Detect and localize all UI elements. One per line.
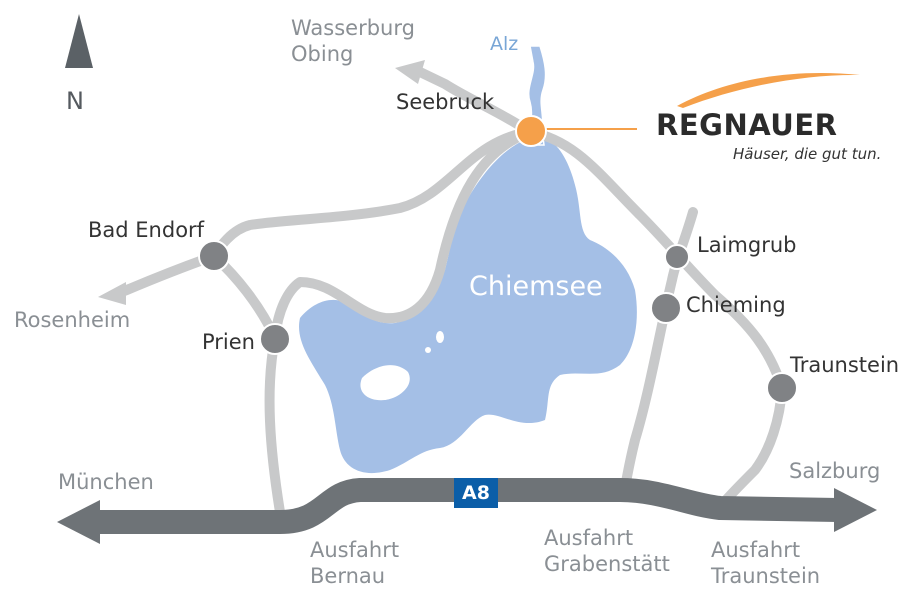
road-seebruck-prien: [270, 127, 535, 343]
road-prien-bernau: [264, 333, 285, 517]
arrow-muenchen: [57, 500, 100, 544]
alz-river-label: Alz: [490, 33, 519, 55]
place-chieming-label: Chieming: [686, 293, 786, 317]
herreninsel-island: [360, 365, 410, 401]
regnauer-swoosh-icon: [677, 73, 860, 108]
exit-traunstein-line2: Traunstein: [711, 564, 821, 588]
arrow-wasserburg: [395, 60, 425, 84]
exit-traunstein-line1: Ausfahrt: [711, 538, 801, 562]
exit-grabenstaett-line1: Ausfahrt: [544, 526, 634, 550]
dot-chieming: [650, 292, 682, 324]
dot-bad-endorf: [198, 240, 230, 272]
direction-wasserburg-label: Wasserburg Obing: [291, 15, 415, 67]
exit-traunstein-label: Ausfahrt Traunstein: [711, 537, 820, 589]
place-bad-endorf-label: Bad Endorf: [88, 218, 205, 242]
regnauer-tagline: Häuser, die gut tun.: [733, 145, 882, 163]
exit-grabenstaett-line2: Grabenstätt: [544, 552, 670, 576]
dot-seebruck: [515, 115, 547, 147]
arrow-salzburg: [834, 488, 877, 532]
dot-prien: [259, 323, 291, 355]
regnauer-logo-text: REGNAUER: [656, 108, 838, 142]
direction-salzburg-label: Salzburg: [789, 459, 881, 483]
exit-bernau-label: Ausfahrt Bernau: [310, 537, 399, 589]
arrow-rosenheim: [98, 282, 126, 305]
a8-shield: A8: [454, 478, 498, 508]
place-prien-label: Prien: [202, 330, 255, 354]
road-traunstein-autobahn: [721, 383, 787, 505]
direction-wasserburg-line2: Obing: [291, 42, 354, 66]
road-seebruck-badendorf: [209, 127, 535, 261]
exit-grabenstaett-label: Ausfahrt Grabenstätt: [544, 525, 670, 577]
dot-laimgrub: [664, 244, 690, 270]
place-traunstein-label: Traunstein: [790, 353, 900, 377]
direction-rosenheim-label: Rosenheim: [14, 308, 131, 332]
direction-wasserburg-line1: Wasserburg: [291, 16, 415, 40]
chiemsee-label: Chiemsee: [469, 271, 603, 302]
exit-bernau-line1: Ausfahrt: [310, 538, 400, 562]
fraueninsel-island: [436, 331, 444, 343]
dot-traunstein: [766, 372, 798, 404]
exit-bernau-line2: Bernau: [310, 564, 386, 588]
north-arrow-icon: [65, 14, 93, 68]
direction-muenchen-label: München: [58, 470, 154, 494]
place-seebruck-label: Seebruck: [396, 90, 495, 114]
place-laimgrub-label: Laimgrub: [697, 233, 797, 257]
krautinsel-island: [425, 347, 431, 353]
north-label: N: [66, 87, 84, 115]
